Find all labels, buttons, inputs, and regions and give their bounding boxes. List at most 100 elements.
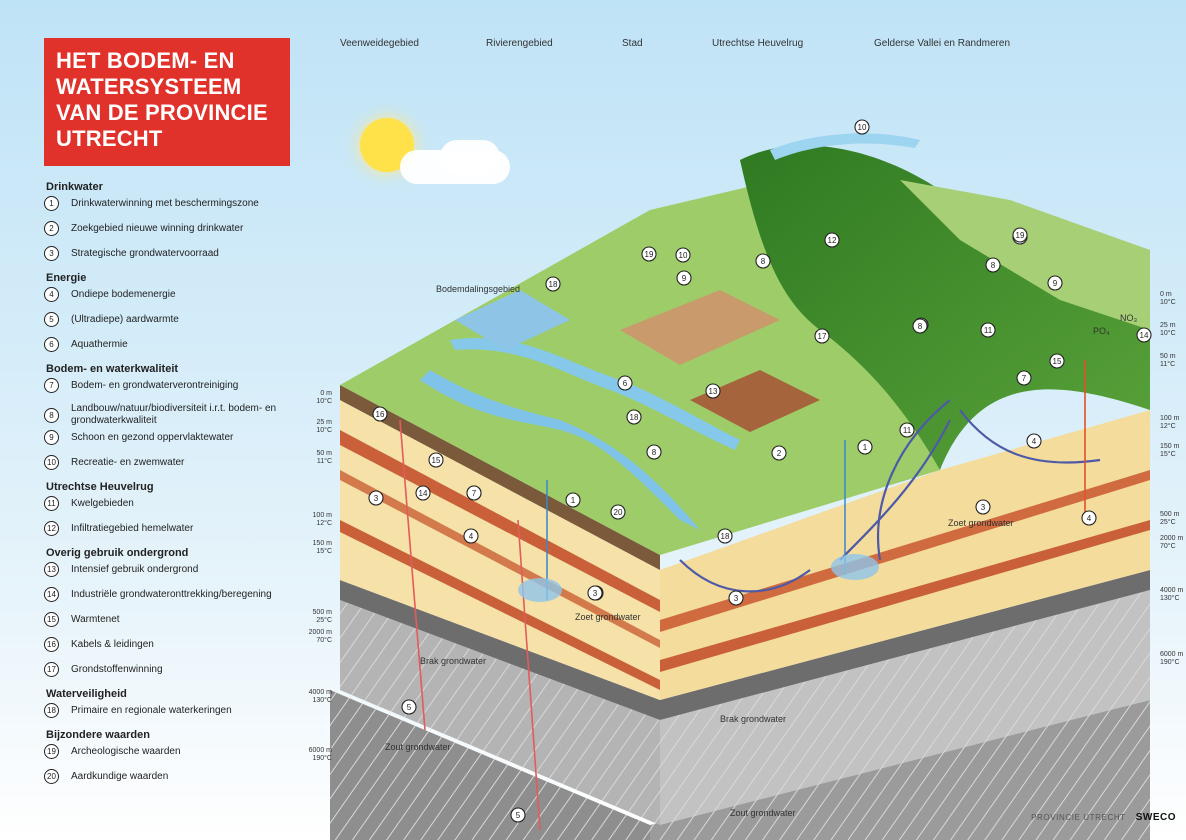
legend-number: 11 bbox=[44, 496, 59, 511]
marker-circle bbox=[1081, 510, 1097, 526]
temperature-label-right: 130°C bbox=[1160, 594, 1180, 602]
legend-number: 3 bbox=[44, 246, 59, 261]
depth-label-right: 25 m bbox=[1160, 322, 1176, 329]
subsidence-label: Bodemdalingsgebied bbox=[436, 284, 520, 294]
temperature-label-left: 15°C bbox=[316, 547, 332, 555]
legend-item: 17 Grondstoffenwinning bbox=[44, 662, 314, 677]
legend-number: 19 bbox=[44, 744, 59, 759]
legend-number: 17 bbox=[44, 662, 59, 677]
title-box: HET BODEM- EN WATERSYSTEEM VAN DE PROVIN… bbox=[44, 38, 290, 166]
marker-circle bbox=[854, 119, 870, 135]
marker-number: 12 bbox=[828, 236, 837, 245]
region-label-veenweide: Veenweidegebied bbox=[340, 38, 419, 49]
legend-text: Infiltratiegebied hemelwater bbox=[71, 522, 194, 534]
legend-text: Kabels & leidingen bbox=[71, 638, 154, 650]
marker-circle bbox=[728, 590, 744, 606]
marker-number: 5 bbox=[516, 811, 521, 820]
legend-text: Aquathermie bbox=[71, 338, 128, 350]
legend-heading: Utrechtse Heuvelrug bbox=[46, 481, 154, 493]
marker-number: 3 bbox=[593, 589, 598, 598]
temperature-label-left: 10°C bbox=[316, 426, 332, 434]
legend-text: Zoekgebied nieuwe winning drinkwater bbox=[71, 222, 244, 234]
marker-number: 18 bbox=[549, 280, 558, 289]
marker-circle bbox=[676, 270, 692, 286]
title-line: UTRECHT bbox=[56, 126, 163, 151]
marker-number: 1 bbox=[863, 443, 868, 452]
title-line: VAN DE PROVINCIE bbox=[56, 100, 268, 125]
depth-label-right: 100 m bbox=[1160, 415, 1180, 422]
marker-circle bbox=[1012, 227, 1028, 243]
marker-circle bbox=[1047, 275, 1063, 291]
temperature-label-left: 190°C bbox=[312, 754, 332, 762]
marker-circle bbox=[463, 528, 479, 544]
legend-number: 12 bbox=[44, 521, 59, 536]
title-line: WATERSYSTEEM bbox=[56, 74, 242, 99]
marker-circle bbox=[401, 699, 417, 715]
depth-label-left: 500 m bbox=[313, 609, 333, 616]
marker-number: 3 bbox=[734, 594, 739, 603]
temperature-label-left: 70°C bbox=[316, 636, 332, 644]
legend-text: Recreatie- en zwemwater bbox=[71, 456, 185, 468]
marker-number: 14 bbox=[1140, 331, 1149, 340]
legend-number: 13 bbox=[44, 562, 59, 577]
marker-circle bbox=[899, 422, 915, 438]
temperature-label-left: 25°C bbox=[316, 616, 332, 624]
legend-text: Industriële grondwateronttrekking/berege… bbox=[71, 588, 272, 600]
legend-number: 10 bbox=[44, 455, 59, 470]
depth-label-left: 150 m bbox=[313, 540, 333, 547]
legend-number: 14 bbox=[44, 587, 59, 602]
marker-number: 15 bbox=[1053, 357, 1062, 366]
legend-number: 2 bbox=[44, 221, 59, 236]
marker-number: 3 bbox=[374, 494, 379, 503]
legend-heading: Overig gebruik ondergrond bbox=[46, 547, 189, 559]
legend-text: Primaire en regionale waterkeringen bbox=[71, 704, 232, 716]
marker-circle bbox=[814, 328, 830, 344]
temperature-label-left: 10°C bbox=[316, 397, 332, 405]
legend-text: Grondstoffenwinning bbox=[71, 663, 163, 675]
legend-item: 2 Zoekgebied nieuwe winning drinkwater bbox=[44, 221, 314, 236]
legend-number: 4 bbox=[44, 287, 59, 302]
depth-label-right: 2000 m bbox=[1160, 535, 1184, 542]
marker-number: 11 bbox=[903, 426, 912, 435]
legend-heading: Waterveiligheid bbox=[46, 688, 127, 700]
legend-heading: Bijzondere waarden bbox=[46, 729, 150, 741]
legend-text: Ondiepe bodemenergie bbox=[71, 288, 176, 300]
clay-band-right-1 bbox=[660, 470, 1150, 632]
zone-label-zout-1: Zout grondwater bbox=[385, 742, 451, 752]
excavation bbox=[690, 370, 820, 432]
marker-circle bbox=[824, 232, 840, 248]
temperature-label-right: 12°C bbox=[1160, 422, 1176, 430]
marker-number: 15 bbox=[432, 456, 441, 465]
depth-label-right: 4000 m bbox=[1160, 587, 1184, 594]
marker-circle bbox=[705, 383, 721, 399]
legend-item: 10 Recreatie- en zwemwater bbox=[44, 455, 314, 470]
title-line: HET BODEM- EN bbox=[56, 48, 235, 73]
depth-label-left: 0 m bbox=[320, 390, 332, 397]
depression-cone bbox=[518, 578, 562, 602]
marker-number: 20 bbox=[614, 508, 623, 517]
cloud-icon bbox=[440, 140, 500, 174]
brackish-layer-left-hatch bbox=[340, 600, 660, 825]
temperature-label-right: 10°C bbox=[1160, 329, 1176, 337]
region-label-heuvelrug: Utrechtse Heuvelrug bbox=[712, 38, 804, 49]
polder-field bbox=[455, 290, 570, 350]
marker-number: 19 bbox=[645, 250, 654, 259]
marker-number: 8 bbox=[918, 322, 923, 331]
legend-text: Strategische grondwatervoorraad bbox=[71, 247, 219, 259]
marker-circle bbox=[368, 490, 384, 506]
legend-heading: Energie bbox=[46, 272, 87, 284]
brackish-layer-right-hatch bbox=[660, 590, 1150, 825]
depth-label-left: 4000 m bbox=[309, 689, 333, 696]
legend-heading: Bodem- en waterkwaliteit bbox=[46, 363, 179, 375]
